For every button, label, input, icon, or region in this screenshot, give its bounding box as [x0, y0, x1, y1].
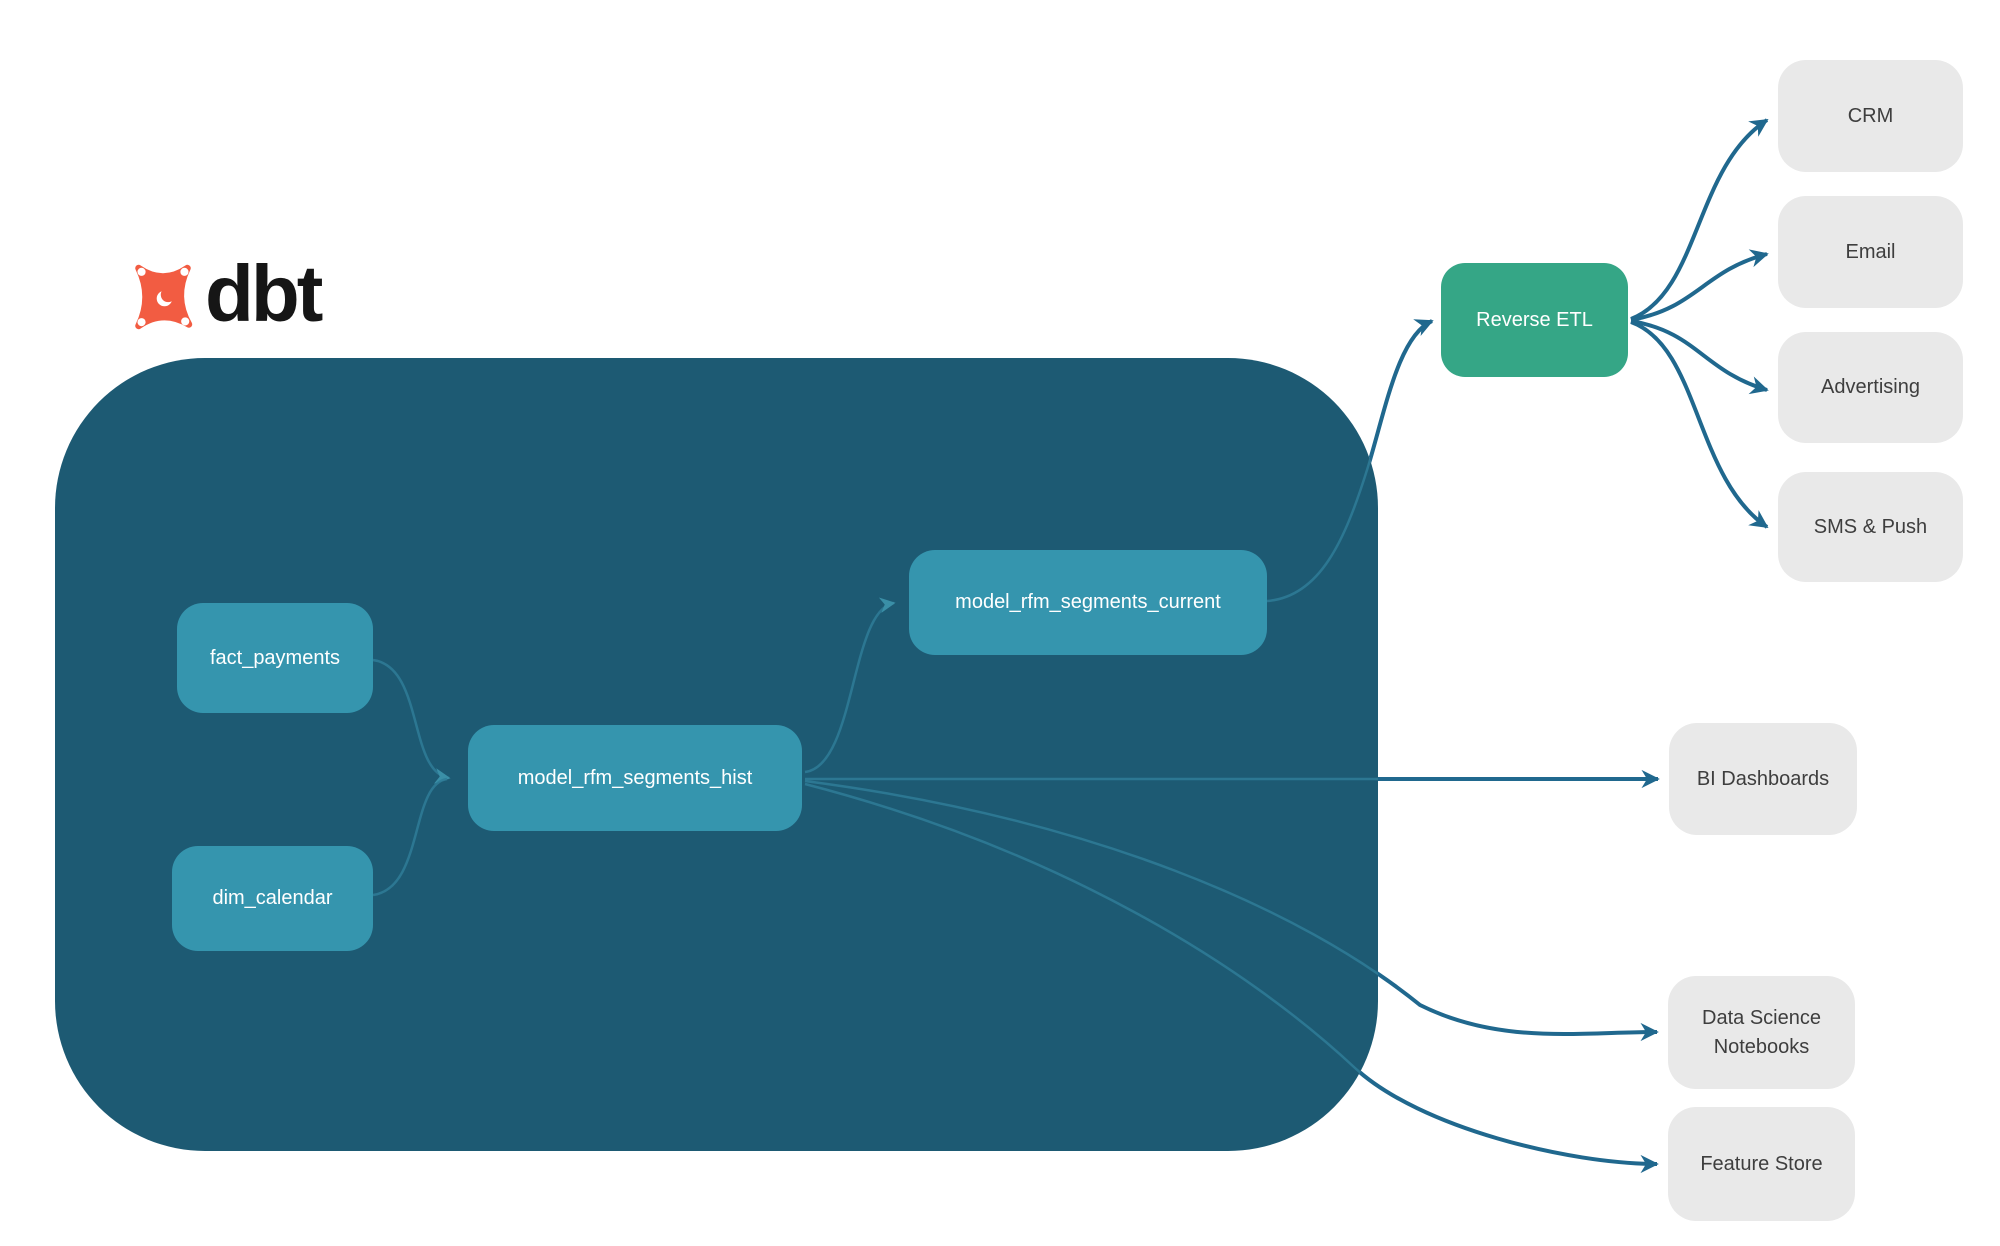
node-fact-payments[interactable]: fact_payments	[177, 603, 373, 713]
node-advertising[interactable]: Advertising	[1778, 332, 1963, 443]
node-model-rfm-segments-current[interactable]: model_rfm_segments_current	[909, 550, 1267, 655]
dbt-logo: dbt	[125, 249, 415, 338]
edge-dim-calendar-to-hist	[372, 777, 448, 897]
edge-hist-to-ds-inner	[804, 779, 1378, 1036]
node-label: SMS & Push	[1813, 515, 1928, 538]
node-email[interactable]: Email	[1778, 196, 1963, 308]
edge-current-to-reverse-etl	[1266, 319, 1434, 603]
node-label: model_rfm_segments_hist	[517, 766, 753, 789]
edge-reverse-etl-to-crm	[1630, 118, 1769, 321]
edge-hist-to-current	[804, 597, 896, 774]
dbt-star-icon	[135, 264, 193, 330]
node-dim-calendar[interactable]: dim_calendar	[172, 846, 373, 951]
node-model-rfm-segments-hist[interactable]: model_rfm_segments_hist	[468, 725, 802, 831]
node-label: fact_payments	[209, 646, 341, 669]
edge-reverse-etl-to-sms-push	[1630, 320, 1769, 529]
node-bi-dashboards[interactable]: BI Dashboards	[1669, 723, 1857, 835]
edge-hist-to-feature-store	[804, 782, 1659, 1174]
node-data-science-notebooks[interactable]: Data Science Notebooks	[1668, 976, 1855, 1089]
edge-reverse-etl-to-advertising	[1630, 319, 1769, 395]
edge-reverse-etl-to-email	[1630, 249, 1769, 322]
edge-hist-to-fs-inner	[804, 782, 1378, 1151]
node-label: dim_calendar	[212, 887, 333, 909]
edge-hist-to-data-science-notebooks	[804, 779, 1659, 1042]
node-label: model_rfm_segments_current	[955, 591, 1221, 613]
node-label: Advertising	[1821, 376, 1920, 398]
node-feature-store[interactable]: Feature Store	[1668, 1107, 1855, 1221]
node-crm[interactable]: CRM	[1778, 60, 1963, 172]
node-label: Reverse ETL	[1476, 308, 1593, 331]
node-sms-push[interactable]: SMS & Push	[1778, 472, 1963, 582]
node-label: CRM	[1847, 104, 1894, 127]
node-label: Feature Store	[1700, 1152, 1823, 1175]
node-reverse-etl[interactable]: Reverse ETL	[1441, 263, 1628, 377]
node-label: Data Science Notebooks	[1702, 1006, 1821, 1058]
edge-current-to-reverse-etl-inner	[1266, 358, 1378, 603]
dbt-wordmark: dbt	[205, 249, 323, 338]
node-label: Email	[1845, 240, 1896, 263]
edge-fact-payments-to-hist	[372, 658, 451, 784]
node-label: BI Dashboards	[1696, 767, 1830, 790]
